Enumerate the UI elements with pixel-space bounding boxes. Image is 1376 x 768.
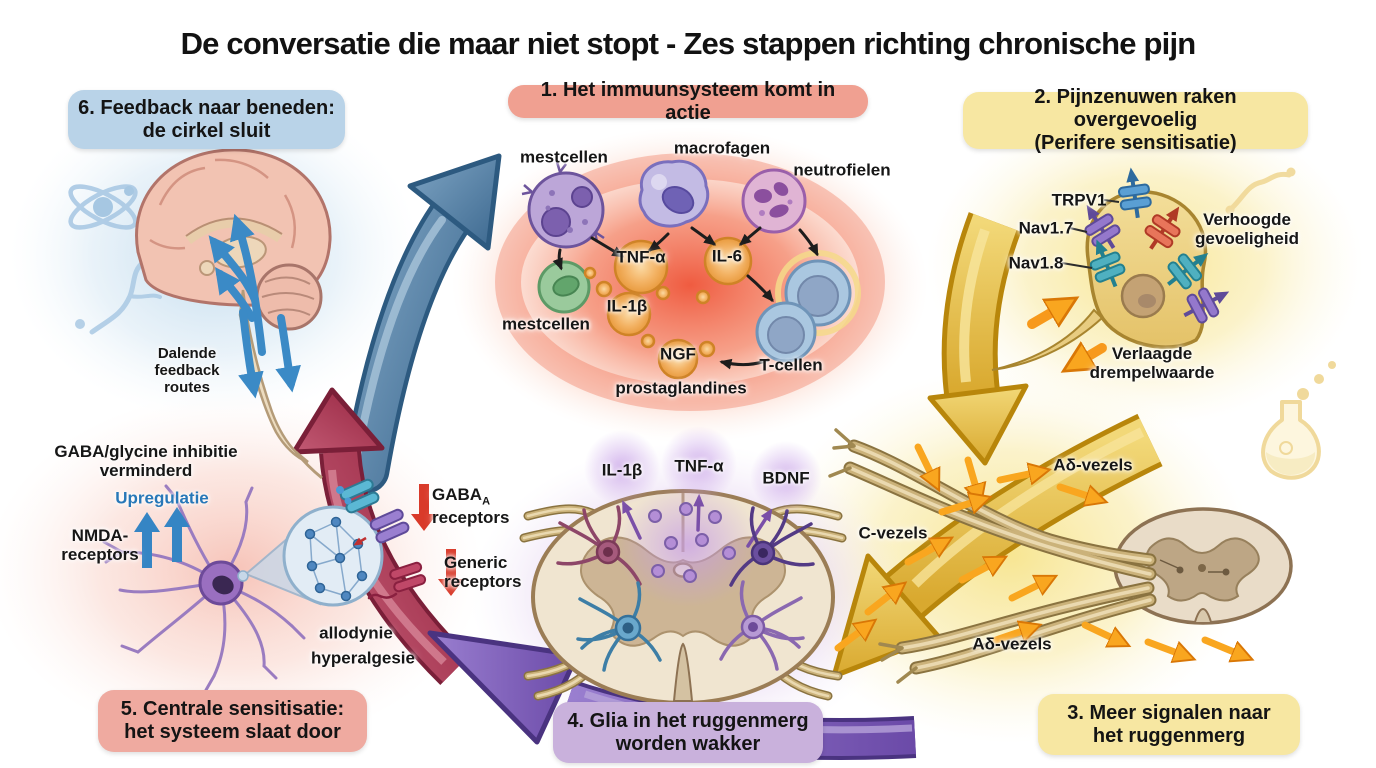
sensitized-neuron — [102, 484, 384, 692]
arrow-step2-down — [927, 212, 1029, 466]
glia-cell-dark-purple — [729, 506, 815, 587]
nerve-fibers — [828, 428, 1246, 684]
mast-cell — [521, 161, 605, 249]
downregulation-arrows — [411, 484, 464, 596]
glia-cell-blue — [576, 581, 662, 672]
spinal-cord-right — [1113, 507, 1293, 625]
decor-icons — [68, 167, 1336, 480]
arrow-step3-sweep — [831, 413, 1163, 679]
gaba-receptor — [339, 478, 380, 514]
membrane-receptors — [336, 478, 427, 600]
neutrophil-cell — [741, 168, 807, 234]
cytokine-orbs — [583, 236, 753, 380]
cytokine-label-glows — [584, 426, 822, 513]
glia-cell-light-purple — [719, 580, 805, 671]
glia-cell-maroon — [556, 505, 642, 586]
immune-flow-arrows — [552, 226, 819, 370]
ion-channel-nav18 — [1089, 239, 1126, 288]
stimulus-arrows — [1027, 303, 1107, 366]
t-cells — [755, 250, 861, 363]
ion-channel-teal2 — [1167, 253, 1209, 290]
vesicles — [648, 502, 736, 583]
macrophage-cell — [638, 159, 710, 228]
synapse-magnifier — [282, 505, 384, 607]
signal-arrows — [834, 443, 1246, 657]
arrow-step6-to-step1 — [342, 153, 502, 494]
upregulation-arrows — [134, 507, 190, 568]
purple-receptor — [369, 508, 410, 544]
atom-icon — [68, 184, 138, 230]
immune-cells — [521, 159, 861, 380]
ion-channel-red — [1144, 206, 1181, 250]
generic-receptor — [389, 561, 427, 593]
peripheral-neuron — [991, 167, 1230, 370]
molecule-icon — [1225, 167, 1296, 215]
mediator-release-arrows — [622, 493, 773, 548]
ion-channel-trpv1 — [1117, 167, 1152, 219]
ion-channel-purple2 — [1183, 287, 1230, 324]
descending-pathway-arrows — [208, 213, 301, 399]
spinal-cord-central — [519, 426, 847, 705]
mast-cell-activated — [537, 260, 591, 314]
flask-icon — [1261, 361, 1336, 480]
